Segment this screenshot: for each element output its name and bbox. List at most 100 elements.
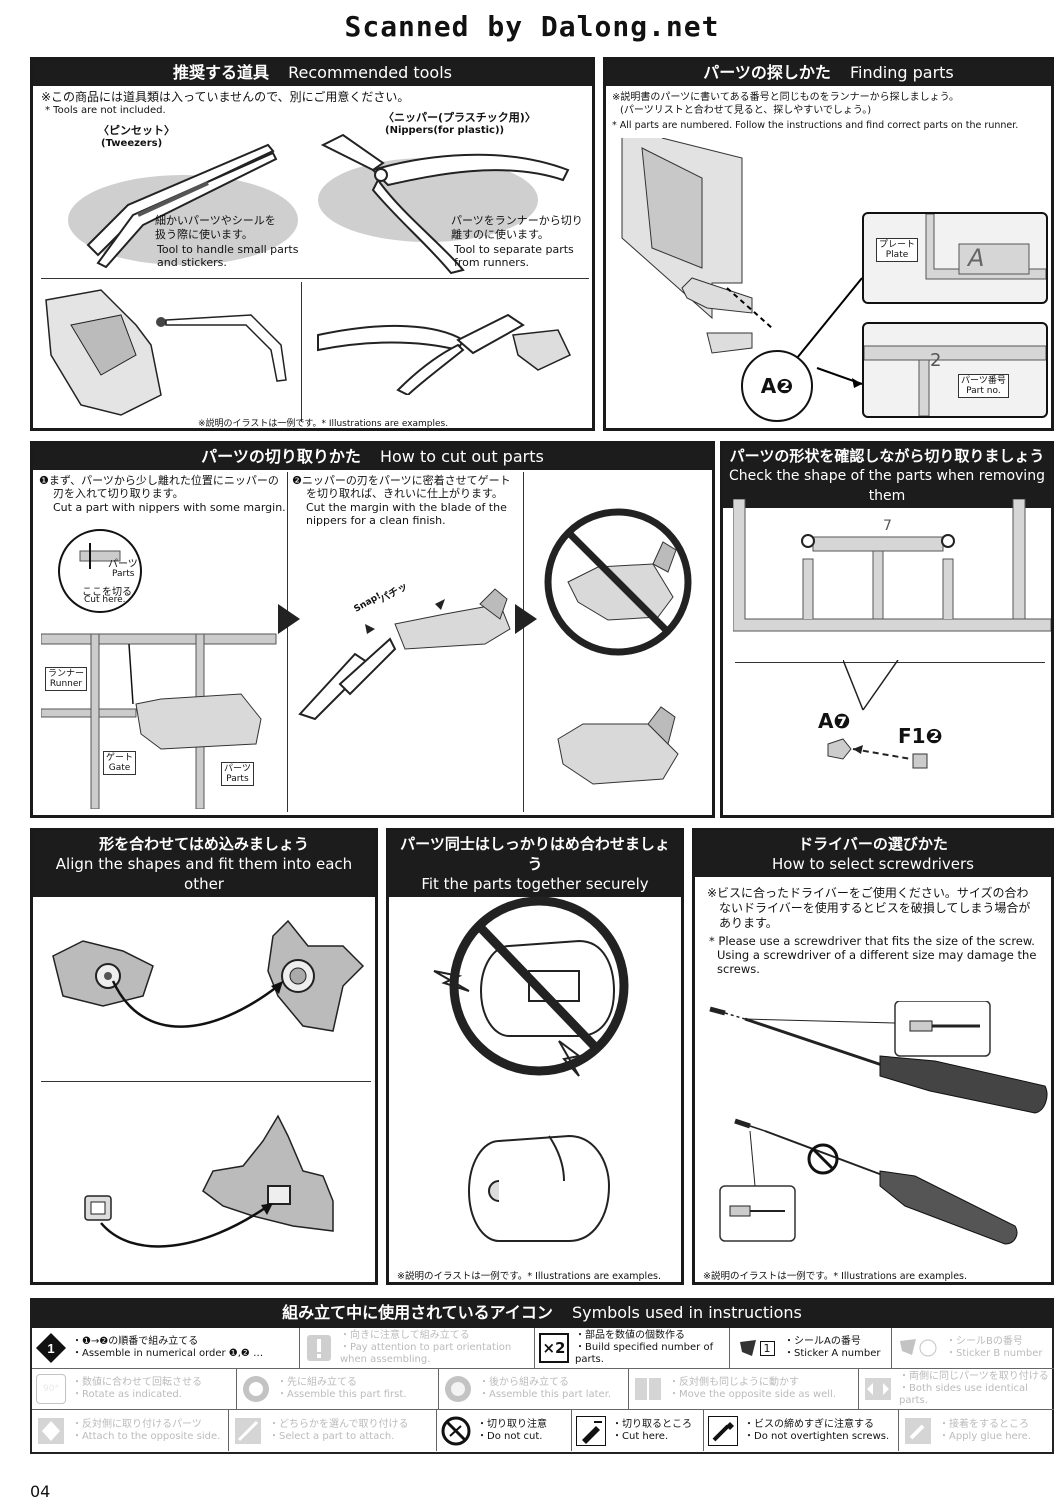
assemble-first-icon	[241, 1374, 271, 1404]
tweezers-usage-illustration	[45, 289, 287, 416]
symbol-jp: ・シールAの番号	[784, 1336, 861, 1347]
symbol-orientation: ・向きに注意して組み立てる・Pay attention to part orie…	[300, 1328, 535, 1369]
step1-runner-illustration	[41, 633, 277, 809]
tight-fit-good-illustration	[468, 1134, 611, 1242]
nippers-label-en: (Nippers(for plastic))	[385, 125, 505, 136]
page-number: 04	[30, 1482, 51, 1501]
part-callout-circle: A❷	[741, 350, 813, 422]
nippers-desc-en2: from runners.	[454, 256, 530, 269]
symbol-en: ・Sticker B number	[946, 1348, 1043, 1359]
align-divider	[41, 1081, 371, 1082]
symbol-en: ・Do not overtighten screws.	[744, 1430, 890, 1442]
align-bottom-illustration	[84, 1114, 334, 1248]
header-en: How to cut out parts	[379, 447, 544, 466]
tweezers-desc-en1: Tool to handle small parts	[157, 243, 299, 256]
cut-step1-en: Cut a part with nippers with some margin…	[53, 501, 286, 514]
header-en: Recommended tools	[288, 63, 452, 82]
driver-note-en3: screws.	[717, 962, 760, 976]
symbol-assemble-later: ・後から組み立てる・Assemble this part later.	[439, 1369, 629, 1410]
cut-divider-2	[523, 472, 524, 812]
screwdrivers-panel: ドライバーの選びかた How to select screwdrivers ※ビ…	[692, 828, 1054, 1285]
symbol-en: ・Apply glue here.	[939, 1430, 1031, 1442]
step2-nippers-illustration	[298, 588, 511, 721]
zoom-parts-en: Parts	[112, 569, 135, 579]
symbol-glue: ・接着をするところ・Apply glue here.	[899, 1410, 1054, 1451]
cut-step2-jp1: ❷ニッパーの刃をパーツに密着させてゲート	[292, 474, 511, 487]
symbol-jp: ・反対側に取り付けるパーツ	[72, 1418, 202, 1430]
symbol-jp: ・切り取り注意	[477, 1418, 547, 1430]
tweezers-desc-en2: and stickers.	[157, 256, 227, 269]
nippers-desc-jp2: 離すのに使います。	[451, 228, 549, 241]
runner-label-jp: ランナー	[48, 669, 85, 679]
symbol-en: ・Assemble in numerical order ❶,❷ …	[72, 1348, 264, 1359]
header-jp: パーツ同士はしっかりはめ合わせましょう	[400, 835, 670, 873]
symbol-sticker-a: 1 ・シールAの番号・Sticker A number	[730, 1328, 892, 1369]
nippers-label-jp: 〈ニッパー(プラスチック用)〉	[383, 111, 536, 124]
tools-note-jp: ※この商品には道具類は入っていませんので、別にご用意ください。	[41, 90, 410, 104]
select-part-icon	[233, 1416, 263, 1446]
fit-securely-header: パーツ同士はしっかりはめ合わせましょう Fit the parts togeth…	[389, 831, 681, 897]
plate-label-jp: プレート	[879, 240, 916, 250]
header-jp: パーツの形状を確認しながら切り取りましょう	[729, 447, 1045, 465]
tweezers-label-jp: 〈ピンセット〉	[98, 124, 175, 137]
symbol-jp: ・両側に同じパーツを取り付ける	[899, 1371, 1049, 1382]
header-en: Finding parts	[850, 63, 954, 82]
multiply-two-icon: ×2	[539, 1333, 569, 1363]
symbol-jp: ・後から組み立てる	[479, 1377, 569, 1388]
runner-label: ランナー Runner	[45, 667, 88, 691]
tools-divider-v	[301, 282, 302, 422]
symbol-en: ・Do not cut.	[477, 1430, 543, 1442]
plate-zoom-box: プレート Plate A	[862, 212, 1048, 304]
glue-icon	[903, 1416, 933, 1446]
cut-step1-jp2: 刃を入れて切り取ります。	[53, 487, 184, 500]
symbol-cut-here: ・切り取るところ・Cut here.	[572, 1410, 704, 1451]
cut-here-zoom-circle: パーツ Parts ここを切る Cut here.	[58, 529, 142, 613]
part-number-zoom-box: 2 パーツ番号 Part no.	[862, 322, 1048, 418]
symbol-en: ・Move the opposite side as well.	[669, 1389, 837, 1400]
header-jp: 形を合わせてはめ込みましょう	[99, 835, 309, 853]
watermark: Scanned by Dalong.net	[344, 10, 720, 43]
symbol-en: ・Sticker A number	[784, 1348, 881, 1359]
sticker-a-icon: 1	[734, 1333, 778, 1363]
symbol-en: ・Build specified number of parts.	[575, 1342, 714, 1365]
recommended-tools-header: 推奨する道具 Recommended tools	[33, 60, 592, 86]
check-shape-header: パーツの形状を確認しながら切り取りましょう Check the shape of…	[723, 444, 1051, 508]
symbols-grid: 1 ・❶→❷の順番で組み立てる・Assemble in numerical or…	[30, 1328, 1054, 1454]
overtighten-icon	[708, 1415, 738, 1446]
plate-zoom-runner	[925, 213, 1047, 280]
symbol-en: ・Pay attention to part orientation when …	[340, 1342, 512, 1365]
tools-note-en: * Tools are not included.	[45, 105, 166, 116]
finding-parts-header: パーツの探しかた Finding parts	[606, 60, 1051, 86]
header-jp: パーツの切り取りかた	[201, 447, 361, 466]
driver-note-en2: Using a screwdriver of a different size …	[717, 948, 1037, 962]
symbol-en: ・Select a part to attach.	[269, 1430, 395, 1442]
move-opposite-icon	[633, 1374, 663, 1404]
opposite-side-icon	[36, 1416, 66, 1446]
symbol-build-number: ×2 ・部品を数値の個数作る・Build specified number of…	[535, 1328, 730, 1369]
sticker-b-icon	[896, 1333, 940, 1363]
nippers-desc-jp1: パーツをランナーから切り	[451, 214, 583, 227]
fit-securely-panel: パーツ同士はしっかりはめ合わせましょう Fit the parts togeth…	[386, 828, 684, 1285]
symbol-en: ・Rotate as indicated.	[72, 1389, 182, 1400]
part-number-label: パーツ番号 Part no.	[958, 374, 1009, 398]
symbol-jp: ・反対側も同じように動かす	[669, 1377, 799, 1388]
driver-note-jp1: ※ビスに合ったドライバーをご使用ください。サイズの合わ	[707, 886, 1029, 900]
runner-shape-illustration	[733, 499, 1051, 632]
align-shapes-header: 形を合わせてはめ込みましょう Align the shapes and fit …	[33, 831, 375, 897]
secure-example-note: ※説明のイラストは一例です。* Illustrations are exampl…	[397, 1271, 662, 1282]
symbol-jp: ・ビスの締めすぎに注意する	[744, 1418, 874, 1430]
symbol-jp: ・部品を数値の個数作る	[575, 1330, 685, 1341]
symbol-jp: ・切り取るところ	[612, 1418, 692, 1430]
gate-label-jp: ゲート	[106, 753, 134, 763]
symbol-do-not-cut: ・切り取り注意・Do not cut.	[437, 1410, 572, 1451]
cut-here-icon	[576, 1415, 606, 1446]
part-number-zoom-runner	[863, 345, 1047, 417]
gate-label-en: Gate	[108, 763, 131, 773]
symbols-header: 組み立て中に使用されているアイコン Symbols used in instru…	[30, 1298, 1054, 1328]
step-number-icon: 1	[36, 1333, 66, 1363]
recommended-tools-panel: 推奨する道具 Recommended tools ※この商品には道具類は入ってい…	[30, 57, 595, 431]
arrow-right-icon	[515, 604, 537, 634]
header-en: How to select screwdrivers	[772, 855, 974, 873]
zoom-parts-jp: パーツ	[108, 559, 138, 570]
finding-note-jp2: (パーツリストと合わせて見ると、探しやすいでしょう。)	[620, 105, 872, 116]
